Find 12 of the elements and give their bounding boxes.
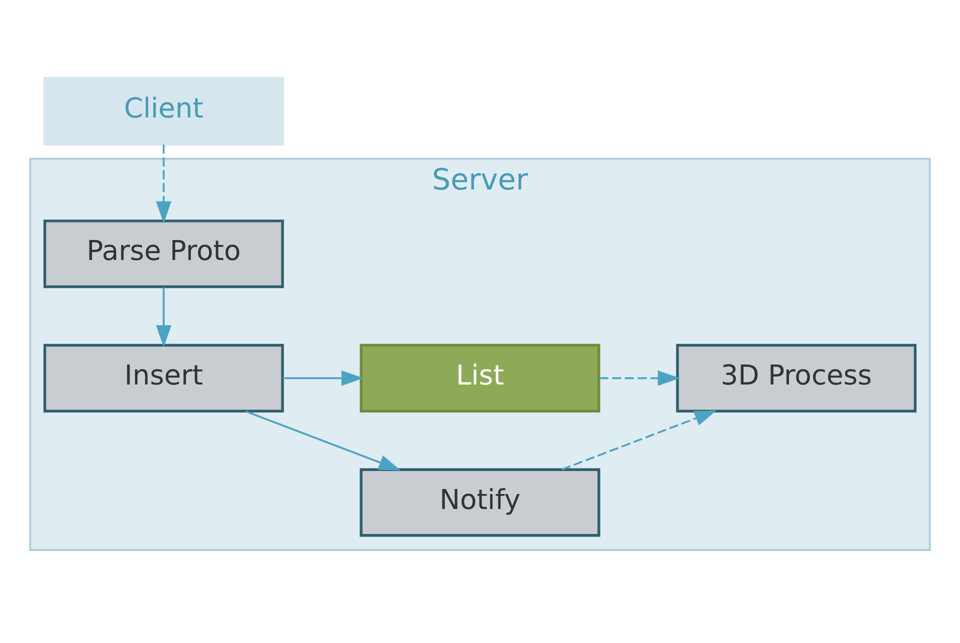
node-box: Parse Proto: [43, 220, 284, 288]
arrow: [599, 370, 680, 386]
node-box: 3D Process: [676, 344, 917, 412]
node-box: Client: [43, 76, 284, 146]
arrow: [246, 410, 401, 470]
node-box: List: [360, 344, 600, 412]
arrow: [156, 287, 172, 348]
arrow: [282, 370, 364, 386]
node-box: Notify: [360, 468, 600, 537]
arrow: [156, 144, 172, 224]
arrow: [562, 410, 717, 470]
node-box: Insert: [43, 344, 284, 412]
